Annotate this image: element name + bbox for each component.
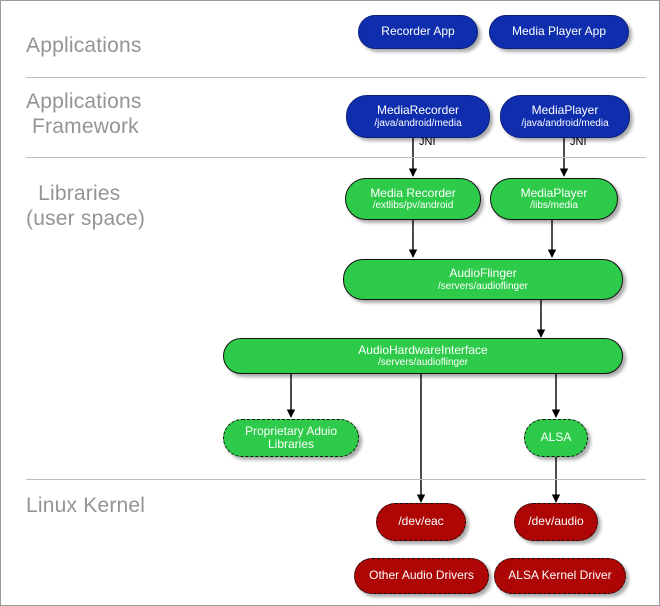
node-mediaplayer-library-title: MediaPlayer [520,185,588,200]
layer-label-applications: Applications [26,34,142,57]
node-mediaplayer-framework-title: MediaPlayer [531,103,599,118]
node-proprietary-audio-libraries-title: Proprietary Aduio [244,423,338,438]
node-alsa-kernel-driver-title: ALSA Kernel Driver [508,568,612,583]
node-alsa[interactable]: ALSA [524,419,588,457]
node-mediaplayer-framework-subtitle: /java/android/media [521,117,609,129]
node-audioflinger[interactable]: AudioFlinger /servers/audioflinger [343,259,623,300]
node-media-player-app-title: Media Player App [511,24,607,39]
jni-label-left: JNI [419,136,436,148]
node-media-recorder-library-subtitle: /extlibs/pv/android [372,200,454,212]
separator-applications-framework [26,157,646,158]
node-alsa-kernel-driver[interactable]: ALSA Kernel Driver [494,558,626,594]
node-other-audio-drivers[interactable]: Other Audio Drivers [354,558,489,594]
node-alsa-title: ALSA [540,430,572,445]
node-mediarecorder-framework[interactable]: MediaRecorder /java/android/media [346,95,490,138]
layer-label-applications-framework: Applications Framework [26,90,142,138]
node-recorder-app[interactable]: Recorder App [358,15,478,49]
separator-libraries [26,479,646,480]
jni-label-right: JNI [570,136,587,148]
node-audiohardwareinterface[interactable]: AudioHardwareInterface /servers/audiofli… [223,338,623,374]
separator-applications [26,77,646,78]
node-audioflinger-subtitle: /servers/audioflinger [437,280,529,292]
node-proprietary-audio-libraries-subtitle: Libraries [267,437,315,451]
node-recorder-app-title: Recorder App [381,24,455,39]
node-dev-eac-title: /dev/eac [398,514,444,529]
node-mediaplayer-library[interactable]: MediaPlayer /libs/media [490,178,618,220]
node-media-recorder-library[interactable]: Media Recorder /extlibs/pv/android [345,178,481,220]
node-mediarecorder-framework-title: MediaRecorder [376,103,460,118]
node-dev-audio[interactable]: /dev/audio [514,503,598,541]
node-media-recorder-library-title: Media Recorder [370,185,456,200]
node-dev-audio-title: /dev/audio [528,514,584,529]
node-other-audio-drivers-title: Other Audio Drivers [369,568,474,583]
node-mediaplayer-framework[interactable]: MediaPlayer /java/android/media [500,95,630,138]
node-media-player-app[interactable]: Media Player App [489,15,629,49]
node-proprietary-audio-libraries[interactable]: Proprietary Aduio Libraries [223,419,359,457]
node-mediaplayer-library-subtitle: /libs/media [530,200,578,212]
node-audiohardwareinterface-title: AudioHardwareInterface [358,342,488,357]
node-dev-eac[interactable]: /dev/eac [376,503,466,541]
node-audioflinger-title: AudioFlinger [449,266,517,281]
node-audiohardwareinterface-subtitle: /servers/audioflinger [377,357,469,369]
layer-label-libraries: Libraries (user space) [26,182,146,230]
node-mediarecorder-framework-subtitle: /java/android/media [374,117,462,129]
layer-label-linux-kernel: Linux Kernel [26,494,146,517]
